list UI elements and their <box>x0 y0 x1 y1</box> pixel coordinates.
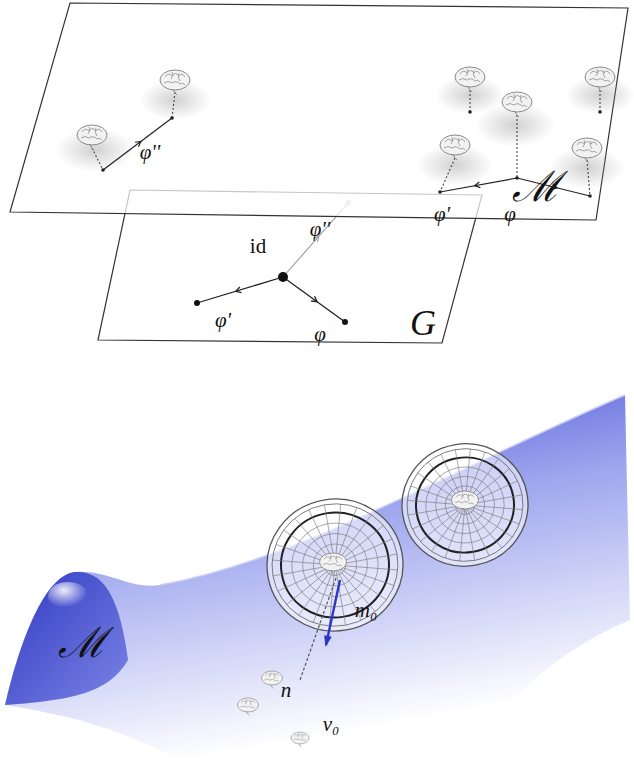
outline-shape <box>0 400 634 760</box>
math-label: φ' <box>434 204 450 225</box>
region-label: G <box>410 305 436 341</box>
math-label: v₀ <box>323 714 340 735</box>
math-label: φ <box>504 204 516 225</box>
math-label: φ' <box>215 310 231 331</box>
math-label: id <box>250 236 266 257</box>
math-label: m₀ <box>355 600 377 621</box>
manifold-plane: ℳ <box>0 0 634 225</box>
math-label: n <box>281 680 292 701</box>
region-label: ℳ <box>58 622 107 664</box>
region-label: ℳ <box>512 166 561 208</box>
math-label: φ <box>314 324 326 345</box>
math-label: φ'' <box>310 219 331 240</box>
manifold-surface: ℳ <box>0 400 634 760</box>
math-label: φ'' <box>140 142 161 163</box>
